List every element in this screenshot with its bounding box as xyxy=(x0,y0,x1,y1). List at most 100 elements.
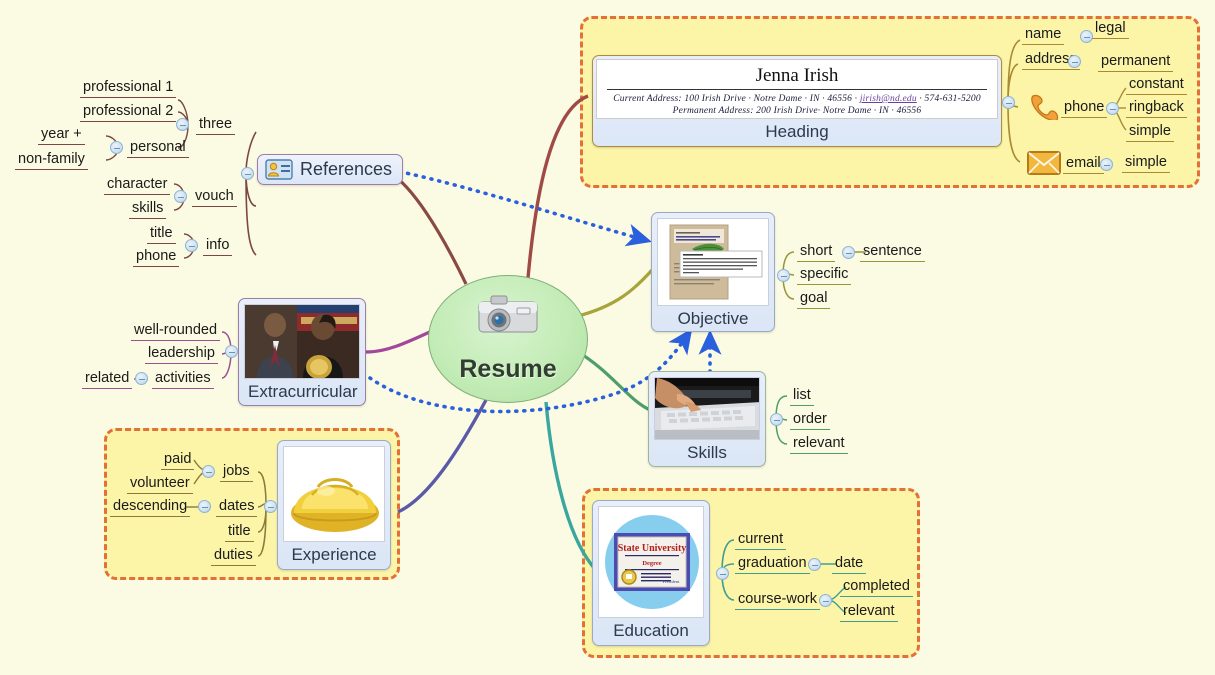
education-caption: Education xyxy=(613,621,689,640)
leaf-order[interactable]: order xyxy=(790,412,830,430)
leaf-three[interactable]: three xyxy=(196,117,236,135)
leaf-list[interactable]: list xyxy=(790,388,814,406)
email-link: jirish@nd.edu xyxy=(859,94,917,104)
leaf-relevant-edu[interactable]: relevant xyxy=(840,604,898,622)
leaf-professional-1[interactable]: professional 1 xyxy=(80,80,177,98)
permanent-address-value: 200 Irish Drive· Notre Dame · IN · 46556 xyxy=(756,106,922,116)
center-node-resume[interactable]: Resume xyxy=(428,275,588,403)
leaf-non-family[interactable]: non-family xyxy=(15,152,88,170)
leaf-jobs[interactable]: jobs xyxy=(220,464,253,482)
leaf-permanent[interactable]: permanent xyxy=(1098,54,1174,72)
leaf-related[interactable]: related xyxy=(82,371,133,389)
heading-caption: Heading xyxy=(765,122,829,141)
leaf-address[interactable]: address xyxy=(1022,52,1080,70)
extracurricular-caption: Extracurricular xyxy=(248,382,358,401)
award-photo xyxy=(244,304,360,379)
leaf-title-exp[interactable]: title xyxy=(225,524,254,542)
heading-node[interactable]: Jenna Irish Current Address: 100 Irish D… xyxy=(592,55,1002,147)
collapse-toggle-three[interactable] xyxy=(176,118,189,131)
collapse-toggle-references[interactable] xyxy=(241,167,254,180)
collapse-toggle-address[interactable] xyxy=(1068,55,1081,68)
collapse-toggle-vouch[interactable] xyxy=(174,190,187,203)
skills-node[interactable]: Skills xyxy=(648,371,766,467)
leaf-dates[interactable]: dates xyxy=(216,499,258,517)
leaf-legal[interactable]: legal xyxy=(1092,21,1129,39)
collapse-toggle-education[interactable] xyxy=(716,567,729,580)
education-node[interactable]: State University Degree President Educat… xyxy=(592,500,710,646)
leaf-phone-contact[interactable]: phone xyxy=(1061,100,1108,118)
leaf-short[interactable]: short xyxy=(797,244,836,262)
collapse-toggle-info[interactable] xyxy=(185,239,198,252)
collapse-toggle-short[interactable] xyxy=(842,246,855,259)
hard-hat-photo xyxy=(283,446,385,542)
leaf-descending[interactable]: descending xyxy=(110,499,191,517)
email-icon xyxy=(1027,151,1061,175)
leaf-simple-email[interactable]: simple xyxy=(1122,155,1170,173)
collapse-toggle-phone[interactable] xyxy=(1106,102,1119,115)
experience-caption: Experience xyxy=(291,545,377,564)
collapse-toggle-activities[interactable] xyxy=(135,372,148,385)
objective-node[interactable]: Objective xyxy=(651,212,775,332)
diploma-degree: Degree xyxy=(642,560,661,567)
leaf-vouch[interactable]: vouch xyxy=(192,189,237,207)
leaf-character[interactable]: character xyxy=(104,177,171,195)
contact-card-icon xyxy=(265,159,293,180)
current-address-label: Current Address: xyxy=(613,94,682,104)
leaf-course-work[interactable]: course-work xyxy=(735,592,820,610)
collapse-toggle-objective[interactable] xyxy=(777,269,790,282)
leaf-duties[interactable]: duties xyxy=(211,548,256,566)
leaf-specific[interactable]: specific xyxy=(797,267,852,285)
phone-value: · 574-631-5200 xyxy=(919,94,981,104)
leaf-email-contact[interactable]: email xyxy=(1063,156,1104,174)
leaf-well-rounded[interactable]: well-rounded xyxy=(131,323,221,341)
leaf-skills-ref[interactable]: skills xyxy=(129,201,167,219)
diploma-signature: President xyxy=(663,579,680,584)
collapse-toggle-graduation[interactable] xyxy=(808,558,821,571)
diploma-school: State University xyxy=(618,543,687,554)
collapse-toggle-dates[interactable] xyxy=(198,500,211,513)
leaf-simple-phone[interactable]: simple xyxy=(1126,124,1174,142)
collapse-toggle-experience[interactable] xyxy=(264,500,277,513)
divider xyxy=(607,89,987,90)
collapse-toggle-name[interactable] xyxy=(1080,30,1093,43)
leaf-info[interactable]: info xyxy=(203,238,233,256)
leaf-year-plus[interactable]: year + xyxy=(38,127,85,145)
current-address-value: 100 Irish Drive · Notre Dame · IN · 4655… xyxy=(684,94,858,104)
camera-icon xyxy=(478,295,538,333)
leaf-constant[interactable]: constant xyxy=(1126,77,1187,95)
references-node[interactable]: References xyxy=(257,154,404,185)
collapse-toggle-email[interactable] xyxy=(1100,158,1113,171)
leaf-paid[interactable]: paid xyxy=(161,452,195,470)
current-address-line: Current Address: 100 Irish Drive · Notre… xyxy=(605,93,989,105)
leaf-title-ref[interactable]: title xyxy=(147,226,176,244)
leaf-leadership[interactable]: leadership xyxy=(145,346,218,364)
laptop-keyboard-photo xyxy=(654,377,760,440)
experience-node[interactable]: Experience xyxy=(277,440,391,570)
collapse-toggle-personal[interactable] xyxy=(110,141,123,154)
leaf-date[interactable]: date xyxy=(832,556,867,574)
collapse-toggle-skills[interactable] xyxy=(770,413,783,426)
collapse-toggle-jobs[interactable] xyxy=(202,465,215,478)
leaf-personal[interactable]: personal xyxy=(127,140,189,158)
leaf-volunteer[interactable]: volunteer xyxy=(127,476,193,494)
collapse-toggle-extracurricular[interactable] xyxy=(225,345,238,358)
leaf-completed[interactable]: completed xyxy=(840,579,913,597)
collapse-toggle-heading[interactable] xyxy=(1002,96,1015,109)
phone-icon xyxy=(1031,94,1059,120)
leaf-professional-2[interactable]: professional 2 xyxy=(80,104,177,122)
resume-name: Jenna Irish xyxy=(755,65,839,86)
resume-header-image: Jenna Irish Current Address: 100 Irish D… xyxy=(596,59,998,119)
leaf-activities[interactable]: activities xyxy=(152,371,214,389)
extracurricular-node[interactable]: Extracurricular xyxy=(238,298,366,406)
leaf-sentence[interactable]: sentence xyxy=(860,244,925,262)
collapse-toggle-course-work[interactable] xyxy=(819,594,832,607)
leaf-phone-ref[interactable]: phone xyxy=(133,249,180,267)
leaf-ringback[interactable]: ringback xyxy=(1126,100,1187,118)
leaf-goal[interactable]: goal xyxy=(797,291,831,309)
leaf-current[interactable]: current xyxy=(735,532,787,550)
objective-caption: Objective xyxy=(677,309,749,328)
leaf-name[interactable]: name xyxy=(1022,27,1065,45)
leaf-graduation[interactable]: graduation xyxy=(735,556,810,574)
leaf-relevant-skills[interactable]: relevant xyxy=(790,436,848,454)
